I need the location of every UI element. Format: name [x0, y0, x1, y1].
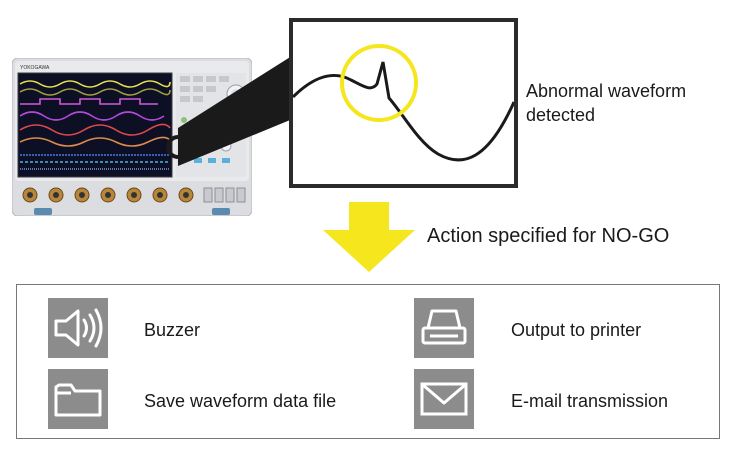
printer-tile [414, 298, 474, 358]
folder-icon [54, 383, 102, 417]
speaker-icon [54, 308, 103, 348]
abnormal-waveform-label: Abnormal waveform detected [526, 79, 686, 127]
printer-icon [421, 309, 467, 345]
waveform-trace [291, 61, 516, 162]
action-label-printer: Output to printer [511, 320, 642, 340]
abnormal-highlight-circle [340, 44, 418, 122]
zoom-callout [289, 18, 518, 188]
buzzer-tile [48, 298, 108, 358]
email-tile [414, 369, 474, 429]
action-label-email: E-mail transmission [511, 391, 669, 411]
abnormal-label-line2: detected [526, 105, 596, 125]
scope-brand: YOKOGAWA [20, 65, 50, 71]
action-label-buzzer: Buzzer [144, 320, 201, 340]
action-header: Action specified for NO-GO [427, 225, 670, 247]
abnormal-label-line1: Abnormal waveform [526, 81, 687, 101]
waveform-zoom [291, 44, 516, 162]
down-arrow-icon [323, 202, 415, 272]
oscilloscope-illustration: YOKOGAWA [12, 58, 252, 216]
actions-panel [16, 284, 720, 439]
envelope-icon [420, 382, 468, 416]
action-label-save-file: Save waveform data file [144, 391, 337, 411]
save-file-tile [48, 369, 108, 429]
